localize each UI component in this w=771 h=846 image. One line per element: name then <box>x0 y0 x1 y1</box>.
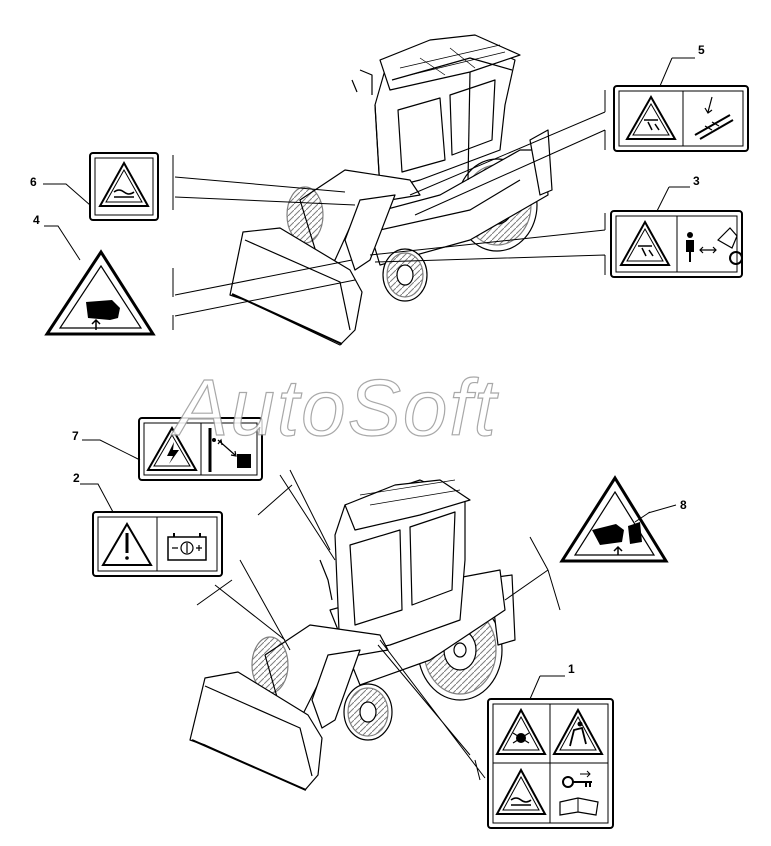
electric-shock-warning-icon <box>146 425 198 471</box>
callout-number-2: 2 <box>73 471 80 485</box>
decal-6 <box>89 152 159 221</box>
rotating-parts-warning-icon <box>495 707 547 755</box>
watermark: AutoSoft <box>174 362 498 452</box>
decal-8 <box>559 475 669 563</box>
decal-4 <box>44 249 156 336</box>
callout-leaders <box>43 57 695 700</box>
callout-number-4: 4 <box>33 213 40 227</box>
hot-surface-warning-icon <box>495 767 547 815</box>
callout-number-6: 6 <box>30 175 37 189</box>
decal-7 <box>138 417 263 481</box>
crush-hand-warning-icon <box>44 249 156 336</box>
hot-surface-warning-icon <box>98 160 150 207</box>
battery-icon <box>167 533 207 561</box>
callout-number-7: 7 <box>72 429 79 443</box>
seat-belt-warning-icon <box>552 707 604 755</box>
decal-5 <box>613 85 749 152</box>
callout-number-5: 5 <box>698 43 705 57</box>
crush-warning-icon <box>619 219 671 266</box>
decal-2 <box>92 511 223 577</box>
decal-3 <box>610 210 743 278</box>
crush-hand-warning-icon <box>559 475 669 563</box>
lifting-point-icon <box>694 96 734 140</box>
callout-number-3: 3 <box>693 174 700 188</box>
backhoe-loader-upper-view <box>229 34 553 346</box>
callout-number-1: 1 <box>568 662 575 676</box>
keep-distance-icon <box>686 227 743 265</box>
read-manual-key-icon <box>559 770 599 816</box>
crush-warning-icon <box>625 94 677 140</box>
leader-lines <box>172 90 606 781</box>
decal-1 <box>487 698 614 829</box>
callout-number-8: 8 <box>680 498 687 512</box>
backhoe-loader-lower-view <box>189 479 516 791</box>
overhead-line-distance-icon <box>208 428 251 472</box>
exclamation-warning-icon <box>101 522 153 566</box>
